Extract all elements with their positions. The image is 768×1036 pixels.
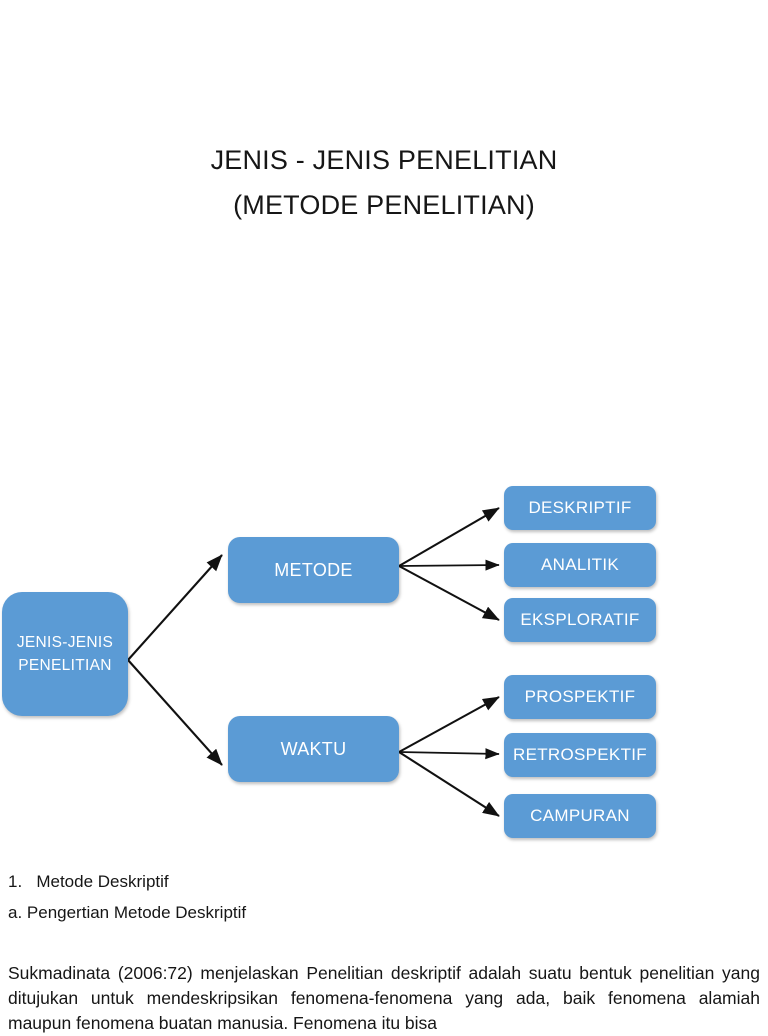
node-retrospektif[interactable]: RETROSPEKTIF: [504, 733, 656, 777]
node-deskriptif-label: DESKRIPTIF: [528, 498, 632, 517]
node-metode[interactable]: METODE: [228, 537, 399, 603]
list-item-numbered: 1. Metode Deskriptif: [8, 872, 169, 891]
body-paragraph: Sukmadinata (2006:72) menjelaskan Peneli…: [8, 963, 760, 1033]
node-eksploratif-label: EKSPLORATIF: [520, 610, 640, 629]
node-deskriptif[interactable]: DESKRIPTIF: [504, 486, 656, 530]
connector-waktu-to-retrospektif: [398, 748, 500, 760]
connector-metode-to-eksploratif: [398, 565, 500, 621]
connector-metode-to-analitik: [398, 559, 500, 571]
node-jenis-jenis-penelitian[interactable]: JENIS-JENIS PENELITIAN: [2, 592, 128, 716]
page-title-line-2: (METODE PENELITIAN): [233, 190, 535, 220]
node-eksploratif[interactable]: EKSPLORATIF: [504, 598, 656, 642]
node-waktu-label: WAKTU: [280, 739, 347, 759]
node-root-label-line-2: PENELITIAN: [18, 657, 112, 674]
connector-waktu-to-prospektif: [398, 696, 500, 753]
node-campuran[interactable]: CAMPURAN: [504, 794, 656, 838]
node-analitik-label: ANALITIK: [541, 555, 619, 574]
node-prospektif[interactable]: PROSPEKTIF: [504, 675, 656, 719]
list-item-lettered: a. Pengertian Metode Deskriptif: [8, 903, 247, 922]
node-retrospektif-label: RETROSPEKTIF: [513, 745, 647, 764]
node-prospektif-label: PROSPEKTIF: [524, 687, 636, 706]
connector-root-to-metode: [127, 554, 223, 661]
body-text-section: 1. Metode Deskriptif a. Pengertian Metod…: [8, 866, 760, 1036]
node-root-label-line-1: JENIS-JENIS: [16, 634, 114, 651]
page-title: JENIS - JENIS PENELITIAN (METODE PENELIT…: [0, 138, 768, 228]
connector-metode-to-deskriptif: [398, 507, 500, 567]
page-title-line-1: JENIS - JENIS PENELITIAN: [210, 145, 558, 175]
connector-root-to-waktu: [127, 659, 223, 766]
node-campuran-label: CAMPURAN: [530, 806, 630, 825]
connector-waktu-to-campuran: [398, 751, 500, 817]
node-analitik[interactable]: ANALITIK: [504, 543, 656, 587]
node-metode-label: METODE: [274, 560, 353, 580]
node-waktu[interactable]: WAKTU: [228, 716, 399, 782]
